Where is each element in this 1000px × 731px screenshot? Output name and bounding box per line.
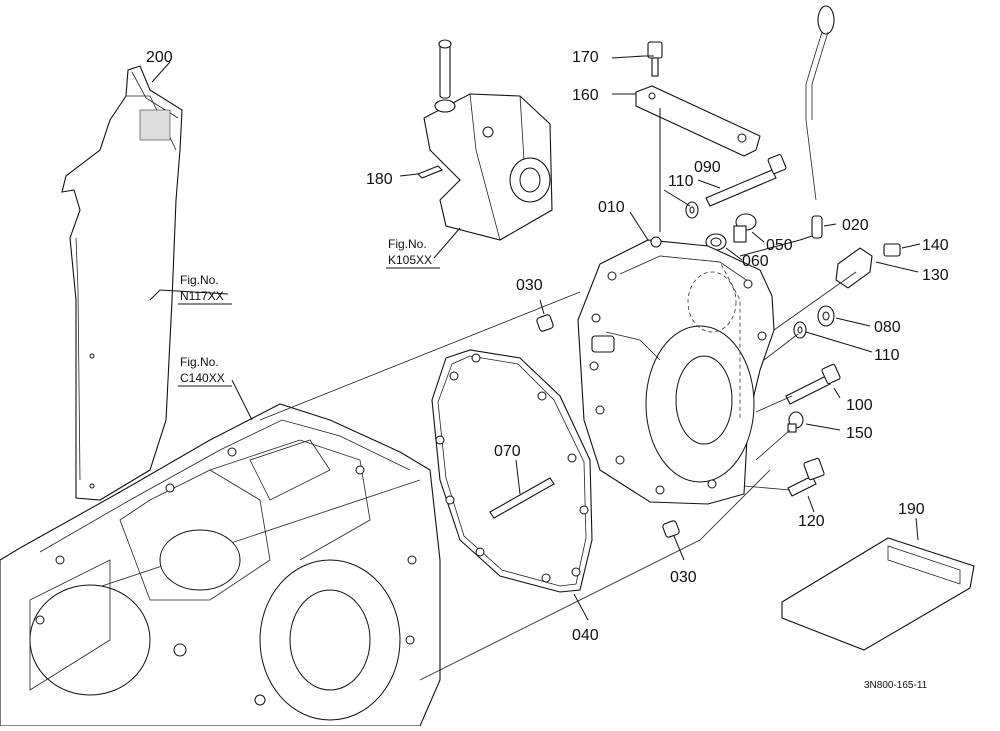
- callout-080: 080: [874, 319, 901, 336]
- callout-130: 130: [922, 267, 949, 284]
- part-090-bolt: [705, 154, 787, 207]
- part-020-sleeve: [811, 215, 823, 239]
- figref-n117-label: Fig.No.: [180, 273, 219, 287]
- callout-150: 150: [846, 425, 873, 442]
- callout-170: 170: [572, 49, 599, 66]
- part-110-washer-lower: [793, 321, 807, 339]
- callout-030-lower: 030: [670, 569, 697, 586]
- callout-140: 140: [922, 237, 949, 254]
- callout-070: 070: [494, 443, 521, 460]
- part-190-label-sheet: [781, 537, 975, 651]
- callout-180: 180: [366, 171, 393, 188]
- part-030-pin-lower: [662, 520, 680, 538]
- dipstick: [805, 5, 835, 201]
- callout-020: 020: [842, 217, 869, 234]
- callout-160: 160: [572, 87, 599, 104]
- drawing-code: 3N800-165-11: [864, 680, 928, 691]
- callout-060: 060: [742, 253, 769, 270]
- part-200-shield: [61, 65, 183, 501]
- figref-k105-code: K105XX: [388, 253, 432, 267]
- part-010-housing: [577, 236, 775, 505]
- callout-120: 120: [798, 513, 825, 530]
- figref-k105-label: Fig.No.: [388, 237, 427, 251]
- figref-n117-code: N117XX: [180, 289, 224, 303]
- callout-030-upper: 030: [516, 277, 543, 294]
- part-050-plug: [733, 213, 757, 243]
- part-100-bolt: [785, 363, 841, 405]
- callout-110-lower: 110: [874, 347, 900, 364]
- part-080-nut: [817, 305, 835, 327]
- transmission-case: [0, 403, 441, 727]
- part-160-plate: [635, 85, 761, 157]
- leader-lines: [149, 55, 921, 681]
- callout-010: 010: [598, 199, 625, 216]
- part-110-washer-upper: [685, 201, 699, 219]
- part-130-cover: [835, 247, 873, 289]
- figref-c140-label: Fig.No.: [180, 355, 219, 369]
- callout-090: 090: [694, 159, 721, 176]
- callout-200: 200: [146, 49, 173, 66]
- callout-040: 040: [572, 627, 599, 644]
- callout-050: 050: [766, 237, 793, 254]
- callout-labels: 200 170 160 180 090 110 010 020 050 060 …: [146, 49, 949, 644]
- part-030-pin-upper: [536, 314, 554, 332]
- figure-references: Fig.No. N117XX Fig.No. K105XX Fig.No. C1…: [178, 237, 440, 387]
- part-040-gasket: [431, 349, 593, 593]
- part-140-plug: [883, 243, 901, 257]
- part-070-stud: [489, 477, 555, 519]
- callout-110-upper: 110: [668, 173, 694, 190]
- callout-100: 100: [846, 397, 873, 414]
- part-150-bolt: [787, 411, 804, 433]
- figref-c140-code: C140XX: [180, 371, 225, 385]
- callout-190: 190: [898, 501, 925, 518]
- part-120-bolt: [787, 457, 825, 497]
- lift-housing-k105: [417, 39, 553, 241]
- part-170-bolt: [647, 41, 663, 77]
